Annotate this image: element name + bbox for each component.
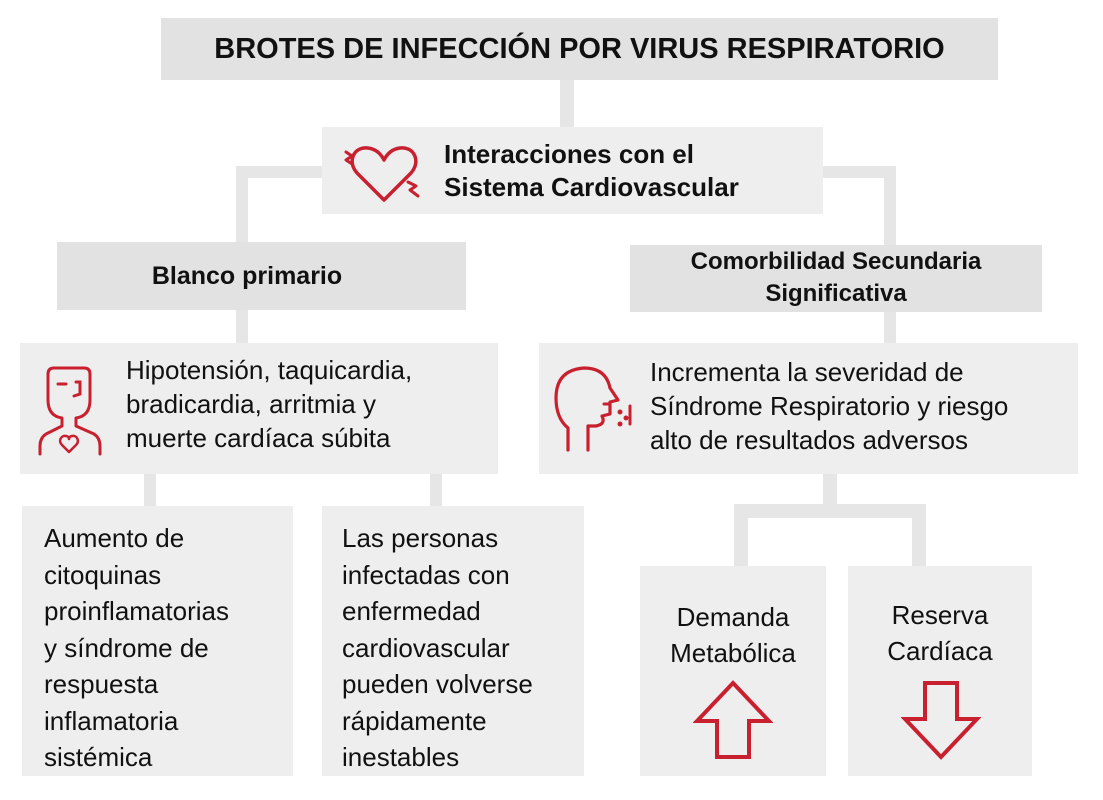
- connector-right-down: [884, 166, 896, 248]
- connector-right-branch: [734, 504, 926, 518]
- reserve-line2: Cardíaca: [887, 636, 993, 666]
- left-header-box: [57, 242, 466, 310]
- connector-left-detail2: [430, 474, 442, 508]
- connector-title-center: [560, 80, 574, 130]
- detail-unstable-line: inestables: [342, 742, 460, 772]
- detail-cytokines-line: citoquinas: [44, 559, 162, 590]
- left-effects-line3: muerte cardíaca súbita: [126, 423, 391, 453]
- demand-line1: Demanda: [676, 602, 790, 632]
- right-header-box: [630, 245, 1042, 312]
- reserve-line1: Reserva: [891, 600, 989, 630]
- right-effects-line1: Incrementa la severidad de: [650, 357, 964, 387]
- demand-line2: Metabólica: [670, 638, 796, 668]
- detail-cytokines-line: inflamatoria: [44, 705, 179, 736]
- demand-box: [640, 566, 826, 776]
- detail-unstable-line: pueden volverse: [342, 669, 533, 699]
- right-header-line1: Comorbilidad Secundaria: [690, 248, 982, 275]
- left-effects-line2: bradicardia, arritmia y: [126, 389, 376, 419]
- person-heart-icon: [38, 360, 104, 456]
- page-title: BROTES DE INFECCIÓN POR VIRUS RESPIRATOR…: [214, 33, 945, 65]
- right-effects-line3: alto de resultados adversos: [650, 425, 968, 455]
- detail-cytokines-line: respuesta: [44, 669, 159, 699]
- detail-cytokines-line: proinflamatorias: [44, 596, 229, 626]
- detail-cytokines-line: y síndrome de: [44, 632, 209, 663]
- arrow-up-icon: [693, 679, 773, 761]
- center-title-line1: Interacciones con el: [444, 139, 694, 169]
- connector-right-header-effects: [884, 312, 896, 344]
- connector-left-detail1: [144, 474, 156, 508]
- detail-unstable-text: Las personas infectadas con enfermedad c…: [342, 520, 533, 776]
- center-box: [322, 127, 823, 214]
- connector-right-reserve: [912, 504, 926, 568]
- broken-heart-icon: [338, 138, 430, 206]
- detail-unstable-box: [322, 506, 584, 776]
- coughing-head-icon: [550, 362, 640, 456]
- detail-unstable-line: enfermedad: [342, 596, 481, 626]
- detail-unstable-line: rápidamente: [342, 705, 487, 736]
- connector-left-header-effects: [236, 310, 248, 346]
- detail-cytokines-text: Aumento de citoquinas proinflamatorias y…: [44, 520, 229, 776]
- detail-unstable-line: infectadas con: [342, 559, 510, 590]
- detail-cytokines-line: sistémica: [44, 742, 153, 772]
- title-box: [161, 18, 998, 80]
- right-header-line2: Significativa: [765, 280, 907, 307]
- left-effects-line1: Hipotensión, taquicardia,: [126, 355, 413, 385]
- right-effects-line2: Síndrome Respiratorio y riesgo: [650, 391, 1009, 421]
- left-header: Blanco primario: [151, 262, 343, 290]
- connector-left-down: [236, 166, 248, 246]
- arrow-down-icon: [901, 679, 981, 761]
- detail-cytokines-box: [22, 506, 293, 776]
- detail-cytokines-line: Aumento de: [44, 523, 185, 553]
- connector-right-demand: [734, 504, 748, 568]
- detail-unstable-line: cardiovascular: [342, 632, 510, 663]
- connector-right-stem: [823, 474, 837, 510]
- detail-unstable-line: Las personas: [342, 523, 499, 553]
- center-title-line2: Sistema Cardiovascular: [444, 172, 739, 202]
- reserve-box: [848, 566, 1032, 776]
